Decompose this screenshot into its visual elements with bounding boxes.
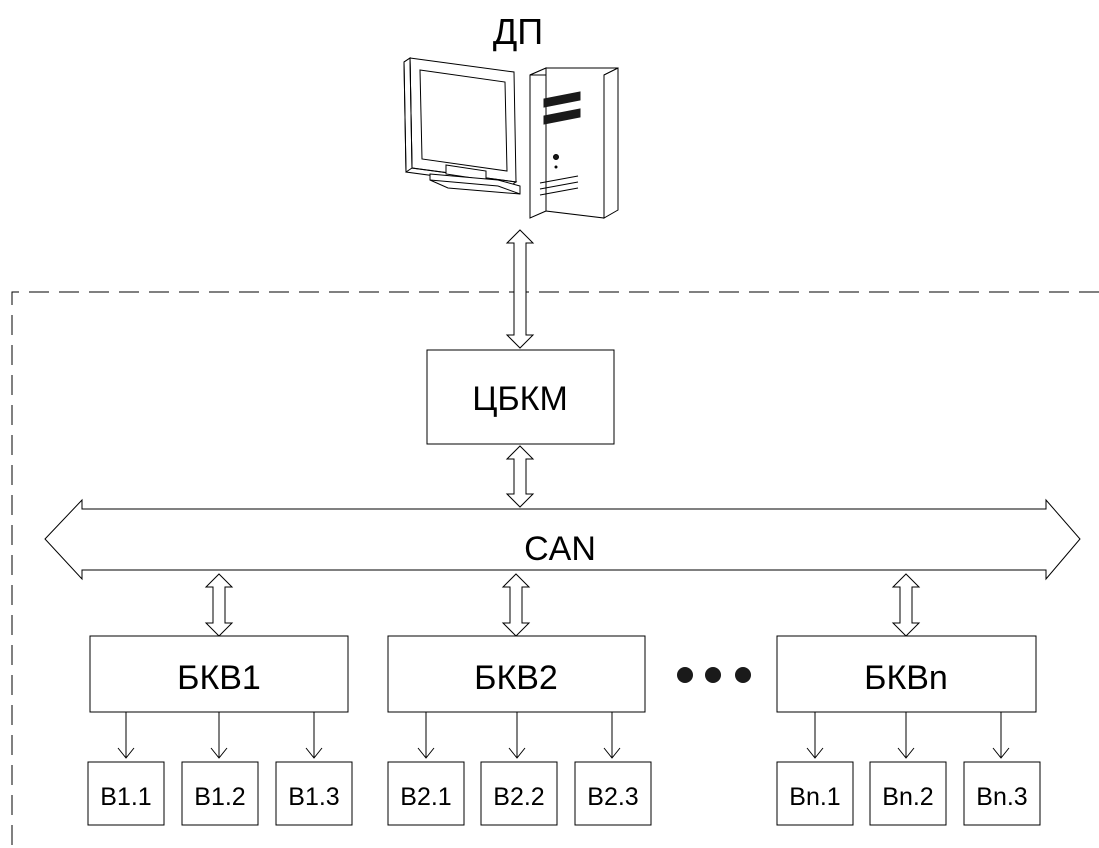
central-unit-box: [426, 349, 615, 445]
module-box: [275, 761, 353, 826]
bus-to-unit-1-arrow: [204, 573, 234, 637]
modules-unit-n: Вn.1 Вn.2 Вn.3: [776, 761, 1041, 826]
module-box: [776, 761, 854, 826]
system-boundary: [11, 291, 1099, 848]
modules-unit-2: В2.1 В2.2 В2.3: [387, 761, 652, 826]
module-label: В2.2: [493, 783, 544, 811]
module-label: Вn.1: [789, 783, 840, 811]
bus-to-unit-n-arrow: [891, 573, 921, 637]
module-box: [869, 761, 947, 826]
unit-box-1: [89, 635, 349, 713]
workstation-label: ДП: [493, 11, 543, 52]
can-bus: [44, 498, 1081, 581]
module-box: [574, 761, 652, 826]
workstation-to-central-arrow: [505, 229, 535, 349]
module-label: В1.3: [288, 783, 339, 811]
unit-label-n: БКВn: [864, 659, 948, 697]
module-box: [87, 761, 165, 826]
module-box: [387, 761, 465, 826]
can-bus-label: CAN: [524, 530, 596, 568]
module-label: Вn.2: [882, 783, 933, 811]
computer-icon: [403, 57, 619, 219]
central-unit-label: ЦБКМ: [472, 380, 568, 418]
unit-label-1: БКВ1: [177, 659, 261, 697]
module-box: [963, 761, 1041, 826]
unit-label-2: БКВ2: [474, 659, 558, 697]
bus-to-unit-2-arrow: [501, 573, 531, 637]
modules-unit-1: В1.1 В1.2 В1.3: [87, 761, 353, 826]
module-label: В2.1: [400, 783, 451, 811]
module-arrows: [117, 712, 1010, 759]
module-label: В2.3: [587, 783, 638, 811]
central-to-bus-arrow: [505, 445, 535, 508]
module-box: [181, 761, 259, 826]
module-label: В1.2: [194, 783, 245, 811]
unit-box-2: [387, 635, 646, 713]
module-box: [480, 761, 558, 826]
dots-icon: [677, 667, 751, 683]
module-label: В1.1: [100, 783, 151, 811]
module-label: Вn.3: [976, 783, 1027, 811]
